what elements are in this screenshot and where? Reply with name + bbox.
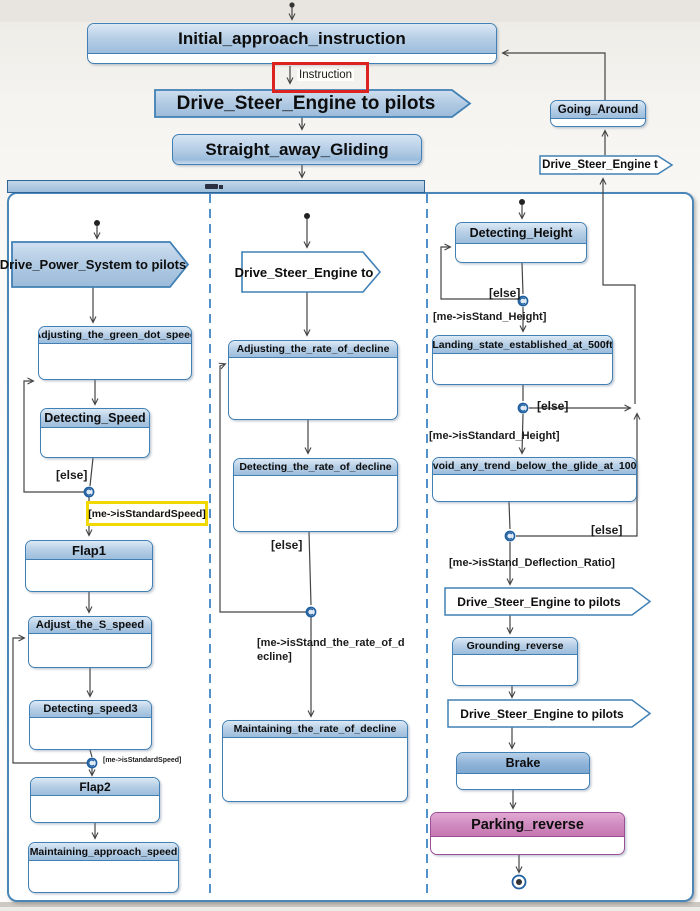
state-landing-established-500ft[interactable]: Landing_state_established_at_500ft: [432, 335, 613, 385]
top-background-strip: [0, 0, 700, 22]
state-detecting-height[interactable]: Detecting_Height: [455, 222, 587, 263]
state-title: Maintaining_approach_speed: [29, 843, 178, 861]
state-adjust-the-s-speed[interactable]: Adjust_the_S_speed: [28, 616, 152, 668]
diagram-icon-dot: [219, 185, 223, 189]
guard-rate-of-decline-line1: [me->isStand_the_rate_of_d: [257, 637, 405, 649]
state-title: Landing_state_established_at_500ft: [433, 336, 612, 354]
state-title: Adjusting_the_rate_of_decline: [229, 341, 397, 358]
state-brake[interactable]: Brake: [456, 752, 590, 790]
guard-stand-height: [me->isStand_Height]: [433, 311, 547, 323]
state-title: Flap2: [31, 778, 159, 796]
state-title: Detecting_the_rate_of_decline: [234, 459, 397, 476]
state-title: Brake: [457, 753, 589, 774]
state-detecting-speed[interactable]: Detecting_Speed: [40, 408, 150, 458]
state-detecting-speed3[interactable]: Detecting_speed3: [29, 700, 152, 750]
state-title: Detecting_Speed: [41, 409, 149, 428]
state-adjusting-green-dot-speed[interactable]: Adjusting_the_green_dot_speed: [38, 326, 192, 380]
state-initial-approach-instruction[interactable]: Initial_approach_instruction: [87, 23, 497, 64]
state-title: Going_Around: [551, 101, 645, 119]
pentagon-label-drive-power-system: Drive_Power_System to pilots: [0, 257, 187, 272]
swimlane-title-bar[interactable]: [7, 180, 425, 193]
state-flap1[interactable]: Flap1: [25, 540, 153, 592]
state-parking-reverse[interactable]: Parking_reverse: [430, 812, 625, 855]
state-adjusting-rate-of-decline[interactable]: Adjusting_the_rate_of_decline: [228, 340, 398, 420]
state-title: Adjusting_the_green_dot_speed: [39, 327, 191, 344]
guard-rate-of-decline-line2: ecline]: [257, 651, 292, 663]
state-detecting-rate-of-decline[interactable]: Detecting_the_rate_of_decline: [233, 458, 398, 532]
state-title: Detecting_speed3: [30, 701, 151, 718]
instruction-highlight-red-box[interactable]: [272, 62, 369, 93]
guard-standard-speed-small: [me->isStandardSpeed]: [103, 757, 182, 764]
state-title: Detecting_Height: [456, 223, 586, 244]
state-straight-away-gliding[interactable]: Straight_away_Gliding: [172, 134, 422, 165]
guard-else-lane2: [else]: [271, 538, 303, 552]
state-avoid-trend-below-glide-100ft[interactable]: Avoid_any_trend_below_the_glide_at_100ft: [432, 457, 637, 502]
pentagon-label-drive-steer-pilots-top: Drive_Steer_Engine to pilots: [176, 92, 436, 114]
guard-standard-speed-label: [me->isStandardSpeed]: [88, 507, 206, 520]
guard-standard-height: [me->isStandard_Height]: [429, 430, 560, 442]
state-maintaining-approach-speed[interactable]: Maintaining_approach_speed: [28, 842, 179, 893]
state-title: Avoid_any_trend_below_the_glide_at_100ft: [433, 458, 636, 475]
state-flap2[interactable]: Flap2: [30, 777, 160, 823]
instruction-event-label: Instruction: [297, 69, 355, 81]
state-title: Initial_approach_instruction: [88, 24, 496, 54]
guard-else-lane3-height: [else]: [489, 286, 521, 300]
pentagon-label-drive-steer-engine-to: Drive_Steer_Engine to: [234, 264, 374, 280]
state-title: Adjust_the_S_speed: [29, 617, 151, 634]
state-grounding-reverse[interactable]: Grounding_reverse: [452, 637, 578, 686]
bottom-background-strip: [0, 907, 700, 911]
pentagon-label-drive-steer-small: Drive_Steer_Engine t: [542, 159, 658, 171]
pentagon-label-drive-steer-1: Drive_Steer_Engine to pilots: [457, 594, 621, 609]
guard-else-lane3-glide: [else]: [591, 523, 623, 537]
pentagon-label-drive-steer-2: Drive_Steer_Engine to pilots: [460, 706, 624, 721]
state-going-around[interactable]: Going_Around: [550, 100, 646, 127]
bottom-shadow-strip: [0, 902, 700, 907]
guard-deflection-ratio: [me->isStand_Deflection_Ratio]: [449, 557, 615, 569]
state-title: Maintaining_the_rate_of_decline: [223, 721, 407, 738]
guard-standard-speed-highlight[interactable]: [me->isStandardSpeed]: [86, 501, 208, 526]
state-title: Straight_away_Gliding: [205, 139, 389, 159]
state-title: Flap1: [26, 541, 152, 560]
guard-else-lane3-500: [else]: [537, 399, 569, 413]
guard-else-lane1: [else]: [56, 468, 88, 482]
state-title: Parking_reverse: [431, 813, 624, 837]
diagram-icon: [205, 184, 218, 189]
state-maintaining-rate-of-decline[interactable]: Maintaining_the_rate_of_decline: [222, 720, 408, 802]
state-title: Grounding_reverse: [453, 638, 577, 655]
